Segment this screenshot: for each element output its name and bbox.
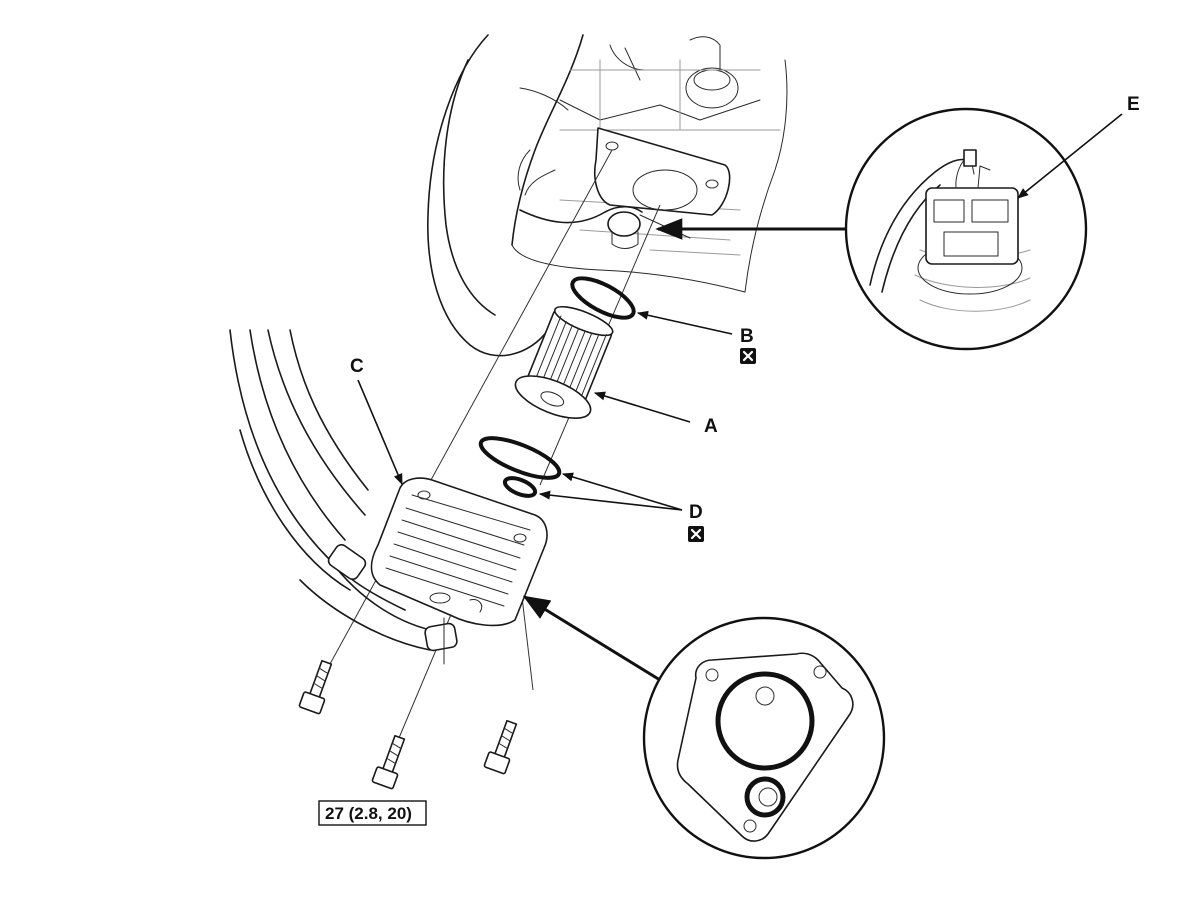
assembly-axis-lines bbox=[329, 149, 661, 746]
detail-view-connector bbox=[844, 107, 1088, 351]
cooler-assembly-c bbox=[370, 477, 548, 627]
torque-spec-box: 27 (2.8, 20) bbox=[318, 800, 427, 826]
callout-leaders bbox=[357, 113, 1123, 511]
detail-gasket-pointer bbox=[522, 595, 661, 682]
label-b: B bbox=[740, 326, 754, 347]
leader-d-2 bbox=[538, 490, 683, 511]
label-a: A bbox=[704, 416, 718, 437]
leader-a bbox=[593, 391, 691, 423]
torque-spec-text: 27 (2.8, 20) bbox=[325, 804, 412, 823]
o-ring-b bbox=[570, 276, 636, 320]
leader-e bbox=[1017, 113, 1123, 199]
boxed-x-icon bbox=[740, 348, 756, 364]
cooler-hoses bbox=[229, 329, 458, 665]
filter-a bbox=[514, 305, 614, 419]
detail-view-gasket-face bbox=[642, 616, 886, 860]
bolt-left bbox=[298, 659, 333, 715]
label-e: E bbox=[1127, 94, 1140, 115]
transmission-housing bbox=[427, 34, 788, 357]
leader-d-1 bbox=[561, 472, 683, 511]
label-d: D bbox=[689, 502, 703, 523]
o-rings-d bbox=[478, 436, 562, 498]
bolt-right bbox=[483, 719, 518, 775]
boxed-x-icon bbox=[688, 526, 704, 542]
leader-b bbox=[636, 310, 733, 335]
bolt-center bbox=[371, 734, 406, 790]
label-c: C bbox=[350, 356, 364, 377]
leader-c bbox=[357, 379, 403, 486]
